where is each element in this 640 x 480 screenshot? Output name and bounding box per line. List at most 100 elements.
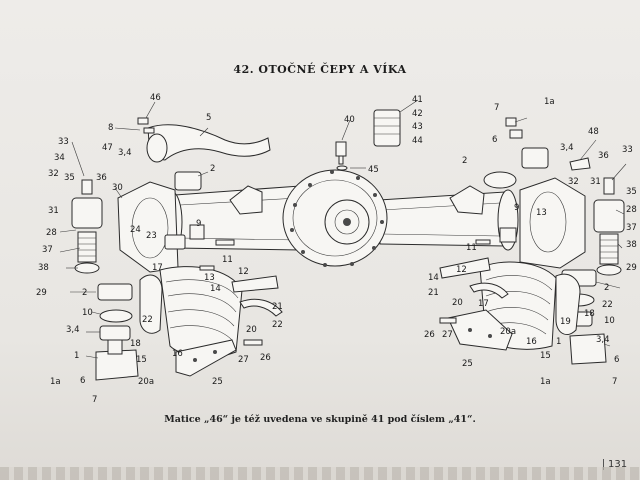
callouts-right: 7 1a 6 3,4 48 36 33 2 32 31 35 9 13 28 3… <box>424 97 637 387</box>
page-number: 131 <box>603 459 627 470</box>
callout: 33 <box>622 145 633 155</box>
callout: 1a <box>50 377 61 387</box>
callout: 25 <box>462 359 473 369</box>
callout: 16 <box>526 337 537 347</box>
callout: 37 <box>626 223 637 233</box>
callout: 36 <box>598 151 609 161</box>
callout: 11 <box>222 255 233 265</box>
callout: 29 <box>36 288 47 298</box>
callout: 22 <box>602 300 613 310</box>
callout: 19 <box>560 317 571 327</box>
callout: 23 <box>146 231 157 241</box>
callout: 1a <box>544 97 555 107</box>
callout: 1a <box>540 377 551 387</box>
callouts-left: 46 8 5 33 34 47 3,4 32 35 36 31 30 2 28 … <box>36 93 283 405</box>
callout: 32 <box>48 169 59 179</box>
callout: 3,4 <box>118 148 132 158</box>
callout: 30 <box>112 183 123 193</box>
callout: 3,4 <box>560 143 574 153</box>
callout: 20a <box>138 377 154 387</box>
callout: 13 <box>536 208 547 218</box>
callout: 1 <box>74 351 79 361</box>
callout: 15 <box>136 355 147 365</box>
center-nut-group <box>335 109 401 171</box>
callout: 27 <box>238 355 249 365</box>
callout: 40 <box>344 115 355 125</box>
callout: 43 <box>412 122 423 132</box>
callout: 14 <box>210 284 221 294</box>
callout: 9 <box>196 219 201 229</box>
callout: 2 <box>462 156 467 166</box>
callout: 13 <box>204 273 215 283</box>
callout: 3,4 <box>66 325 80 335</box>
callout: 41 <box>412 95 423 105</box>
callout: 24 <box>130 225 141 235</box>
page-edge <box>0 467 640 480</box>
callouts-center: 41 42 40 43 44 45 <box>344 95 423 175</box>
callout: 1 <box>556 337 561 347</box>
callout: 37 <box>42 245 53 255</box>
callout: 16 <box>172 349 183 359</box>
callout: 36 <box>96 173 107 183</box>
leader-lines <box>59 99 627 359</box>
callout: 38 <box>626 240 637 250</box>
callout: 32 <box>568 177 579 187</box>
callout: 7 <box>612 377 617 387</box>
page-title: 42. OTOČNÉ ČEPY A VÍKA <box>233 63 407 76</box>
callout: 10 <box>82 308 93 318</box>
callout: 33 <box>58 137 69 147</box>
right-steering-knuckle <box>439 117 625 365</box>
callout: 34 <box>54 153 65 163</box>
callout: 29 <box>626 263 637 273</box>
callout: 6 <box>80 376 85 386</box>
callout: 15 <box>540 351 551 361</box>
callout: 31 <box>590 177 601 187</box>
callout: 12 <box>456 265 467 275</box>
callout: 48 <box>588 127 599 137</box>
left-steering-knuckle <box>71 117 283 381</box>
callout: 25 <box>212 377 223 387</box>
callout: 42 <box>412 109 423 119</box>
callout: 35 <box>64 173 75 183</box>
callout: 18 <box>584 309 595 319</box>
callout: 46 <box>150 93 161 103</box>
callout: 28 <box>46 228 57 238</box>
callout: 17 <box>152 263 163 273</box>
callout: 6 <box>614 355 619 365</box>
callout: 7 <box>92 395 97 405</box>
callout: 20 <box>246 325 257 335</box>
axle-housing <box>161 169 519 267</box>
callout: 11 <box>466 243 477 253</box>
callout: 28 <box>626 205 637 215</box>
callout: 22 <box>142 315 153 325</box>
callout: 18 <box>130 339 141 349</box>
callout: 14 <box>428 273 439 283</box>
callout: 3,4 <box>596 335 610 345</box>
callout: 2 <box>82 288 87 298</box>
callout: 26 <box>260 353 271 363</box>
callout: 47 <box>102 143 113 153</box>
callout: 38 <box>38 263 49 273</box>
callout: 31 <box>48 206 59 216</box>
callout: 17 <box>478 299 489 309</box>
figure-caption: Matice „46“ je též uvedena ve skupině 41… <box>164 414 476 425</box>
callout: 21 <box>272 302 283 312</box>
callout: 9 <box>514 203 519 213</box>
callout: 5 <box>206 113 211 123</box>
callout: 27 <box>442 330 453 340</box>
callout: 7 <box>494 103 499 113</box>
callout: 20 <box>452 298 463 308</box>
callout: 20a <box>500 327 516 337</box>
callout: 22 <box>272 320 283 330</box>
callout: 35 <box>626 187 637 197</box>
callout: 44 <box>412 136 423 146</box>
callout: 6 <box>492 135 497 145</box>
callout: 12 <box>238 267 249 277</box>
callout: 10 <box>604 316 615 326</box>
callout: 21 <box>428 288 439 298</box>
callout: 26 <box>424 330 435 340</box>
callout: 8 <box>108 123 113 133</box>
callout: 2 <box>210 164 215 174</box>
